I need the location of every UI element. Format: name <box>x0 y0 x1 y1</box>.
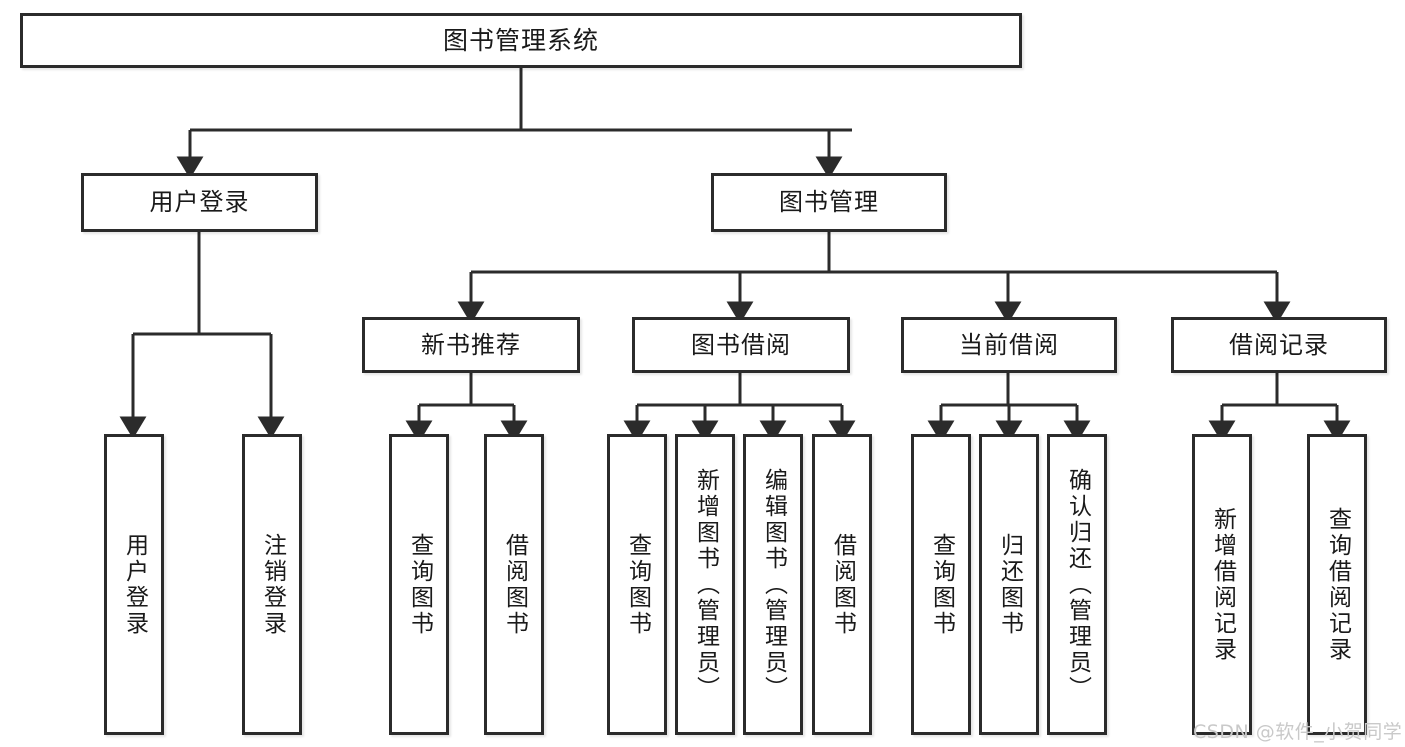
node-label-leaf-add-record: 新增借阅记录 <box>1209 506 1236 663</box>
node-label-leaf-add-book: 新增图书（管理员） <box>692 467 719 702</box>
node-book-manage[interactable]: 图书管理 <box>711 173 947 232</box>
node-book-borrow[interactable]: 图书借阅 <box>632 317 850 373</box>
node-leaf-query-record[interactable]: 查询借阅记录 <box>1307 434 1367 735</box>
node-leaf-add-record[interactable]: 新增借阅记录 <box>1192 434 1252 735</box>
node-label-leaf-query-book-1: 查询图书 <box>406 532 433 637</box>
node-leaf-return-book[interactable]: 归还图书 <box>979 434 1039 735</box>
node-label-leaf-query-book-2: 查询图书 <box>624 532 651 637</box>
node-leaf-user-login[interactable]: 用户登录 <box>104 434 164 735</box>
node-label-leaf-borrow-book-2: 借阅图书 <box>829 532 856 637</box>
node-label-leaf-return-book: 归还图书 <box>996 532 1023 637</box>
node-label-current-borrow: 当前借阅 <box>959 330 1059 359</box>
node-label-borrow-record: 借阅记录 <box>1229 330 1329 359</box>
node-label-leaf-query-book-3: 查询图书 <box>928 532 955 637</box>
node-borrow-record[interactable]: 借阅记录 <box>1171 317 1387 373</box>
node-leaf-query-book-3[interactable]: 查询图书 <box>911 434 971 735</box>
csdn-watermark: CSDN @软件_小贺同学 <box>1193 721 1403 743</box>
node-label-leaf-borrow-book-1: 借阅图书 <box>501 532 528 637</box>
node-label-leaf-query-record: 查询借阅记录 <box>1324 506 1351 663</box>
node-label-leaf-confirm-return: 确认归还（管理员） <box>1064 467 1091 702</box>
node-leaf-confirm-return[interactable]: 确认归还（管理员） <box>1047 434 1107 735</box>
node-label-leaf-user-login: 用户登录 <box>121 532 148 637</box>
node-label-leaf-logout: 注销登录 <box>259 532 286 637</box>
node-leaf-add-book[interactable]: 新增图书（管理员） <box>675 434 735 735</box>
node-current-borrow[interactable]: 当前借阅 <box>901 317 1117 373</box>
node-leaf-query-book-2[interactable]: 查询图书 <box>607 434 667 735</box>
node-new-book-recommend[interactable]: 新书推荐 <box>362 317 580 373</box>
node-leaf-borrow-book-2[interactable]: 借阅图书 <box>812 434 872 735</box>
node-leaf-query-book-1[interactable]: 查询图书 <box>389 434 449 735</box>
node-label-book-manage: 图书管理 <box>779 188 879 217</box>
node-user-login[interactable]: 用户登录 <box>81 173 318 232</box>
node-leaf-logout[interactable]: 注销登录 <box>242 434 302 735</box>
node-label-book-borrow: 图书借阅 <box>691 330 791 359</box>
node-label-leaf-edit-book: 编辑图书（管理员） <box>760 467 787 702</box>
node-label-root: 图书管理系统 <box>442 25 599 55</box>
node-leaf-borrow-book-1[interactable]: 借阅图书 <box>484 434 544 735</box>
node-label-user-login: 用户登录 <box>149 188 250 217</box>
node-label-new-book-recommend: 新书推荐 <box>421 330 521 359</box>
node-root-system[interactable]: 图书管理系统 <box>20 13 1022 68</box>
node-leaf-edit-book[interactable]: 编辑图书（管理员） <box>743 434 803 735</box>
